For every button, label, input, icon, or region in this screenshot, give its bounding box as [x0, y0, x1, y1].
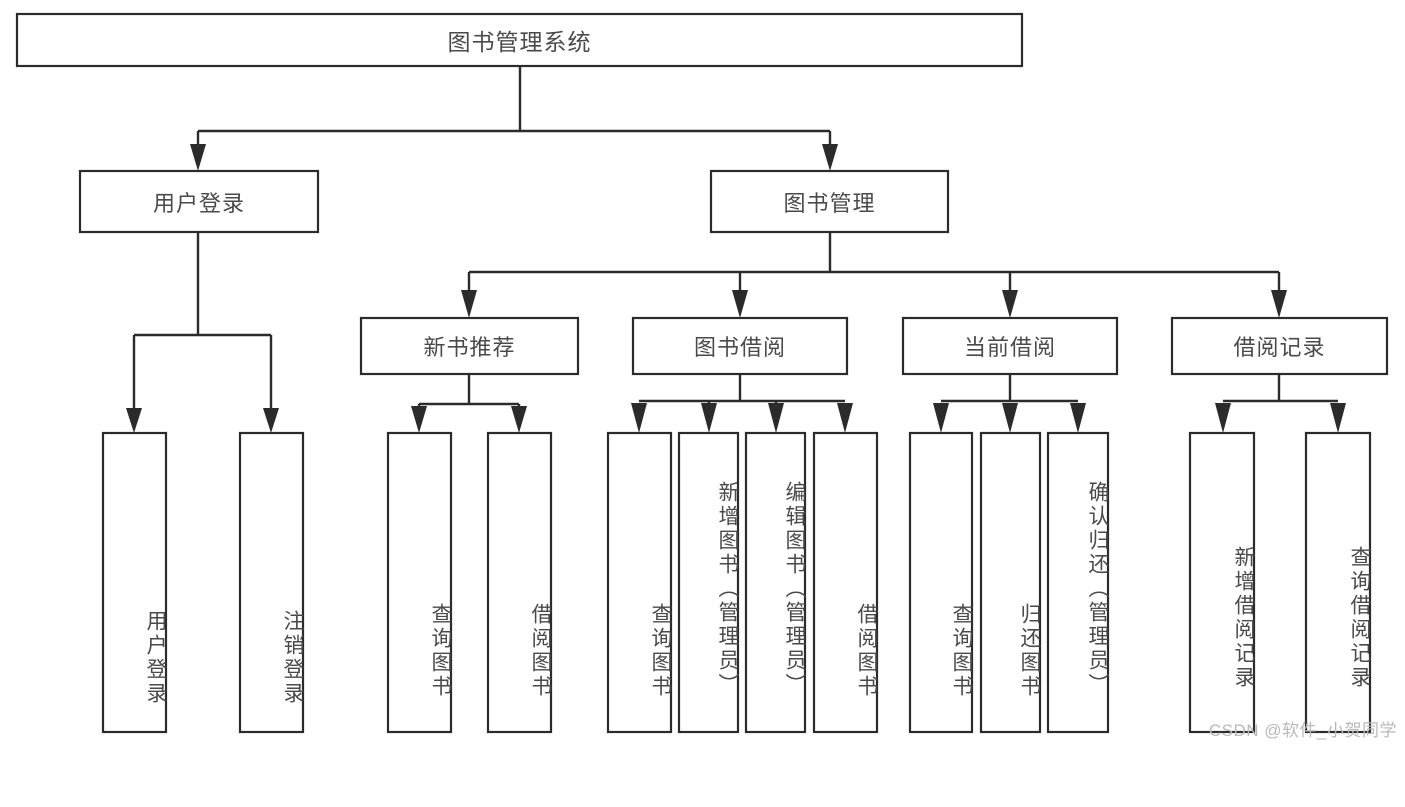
connector-group-borrow-record: [1215, 374, 1346, 433]
node-box-book-borrow[interactable]: [631, 316, 849, 376]
arrow-head-new-book-leaf-1: [411, 406, 427, 433]
arrow-head-book-borrow-leaf-3: [768, 403, 784, 433]
node-box-borrow-record[interactable]: [1170, 316, 1389, 376]
csdn-watermark: CSDN @软件_小贺同学: [1208, 721, 1397, 740]
connector-group-current-borrow: [933, 374, 1086, 433]
connector-group-user-login: [126, 232, 279, 433]
arrow-head-book-borrow-leaf-2: [701, 403, 717, 433]
node-box-user-login[interactable]: [78, 169, 320, 234]
arrow-head-new-book: [461, 290, 477, 318]
arrow-head-borrow-record-leaf-1: [1215, 403, 1231, 433]
connector-group-book-mgmt: [461, 232, 1287, 318]
arrow-head-book-borrow-leaf-1: [631, 403, 647, 433]
arrow-head-current-borrow-leaf-1: [933, 403, 949, 433]
arrow-head-user-login-leaf-2: [263, 408, 279, 433]
diagram-canvas: 图书管理系统 用户登录 图书管理 新书推荐 图书借阅 当前借阅 借阅记录 用户登…: [15, 12, 1397, 740]
node-box-root[interactable]: [15, 12, 1024, 68]
node-box-leaf-book-borrow-3[interactable]: [744, 431, 807, 734]
node-box-leaf-borrow-record-1[interactable]: [1188, 431, 1256, 734]
arrow-head-current-borrow-leaf-2: [1002, 403, 1018, 433]
connector-group-root: [190, 66, 838, 171]
node-box-book-mgmt[interactable]: [709, 169, 950, 234]
arrow-head-book-borrow: [732, 290, 748, 318]
connector-group-book-borrow: [631, 374, 853, 433]
node-box-leaf-book-borrow-1[interactable]: [606, 431, 673, 734]
arrow-head-new-book-leaf-2: [511, 406, 527, 433]
arrow-head-user-login-leaf-1: [126, 408, 142, 433]
node-box-leaf-new-book-1[interactable]: [386, 431, 453, 734]
node-box-leaf-borrow-record-2[interactable]: [1304, 431, 1372, 734]
node-box-leaf-current-borrow-3[interactable]: [1046, 431, 1110, 734]
node-box-leaf-user-login-1[interactable]: [101, 431, 168, 734]
node-box-leaf-current-borrow-1[interactable]: [908, 431, 974, 734]
arrow-head-book-borrow-leaf-4: [837, 403, 853, 433]
node-box-leaf-book-borrow-4[interactable]: [812, 431, 879, 734]
arrow-head-user-login: [190, 144, 206, 171]
node-box-leaf-new-book-2[interactable]: [486, 431, 553, 734]
arrow-head-current-borrow-leaf-3: [1070, 403, 1086, 433]
arrow-head-book-mgmt: [822, 144, 838, 171]
hierarchy-diagram-svg: [15, 12, 1389, 734]
arrow-head-borrow-record: [1271, 290, 1287, 318]
connector-group-new-book: [411, 374, 527, 433]
arrow-head-current-borrow: [1002, 290, 1018, 318]
node-box-leaf-user-login-2[interactable]: [238, 431, 305, 734]
node-box-current-borrow[interactable]: [901, 316, 1119, 376]
node-box-leaf-current-borrow-2[interactable]: [979, 431, 1042, 734]
arrow-head-borrow-record-leaf-2: [1330, 403, 1346, 433]
node-box-new-book-recommend[interactable]: [359, 316, 580, 376]
node-box-leaf-book-borrow-2[interactable]: [677, 431, 740, 734]
